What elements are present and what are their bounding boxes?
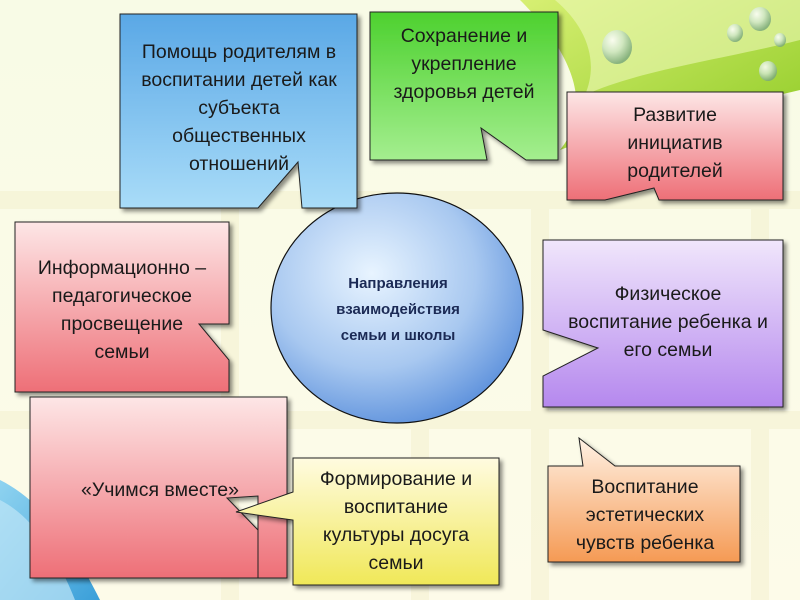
callout-physical-text: Физическое воспитание ребенка и его семь… — [568, 280, 768, 364]
center-label: Направления взаимодействия семьи и школы — [300, 255, 496, 365]
callout-leisure: Формирование и воспитание культуры досуг… — [296, 460, 496, 582]
callout-learn-together-text: «Учимся вместе» — [81, 476, 239, 504]
callout-health-text: Сохранение и укрепление здоровья детей — [394, 22, 535, 106]
callout-health: Сохранение и укрепление здоровья детей — [372, 14, 556, 114]
center-label-text: Направления взаимодействия семьи и школы — [336, 271, 460, 349]
callout-learn-together: «Учимся вместе» — [40, 470, 280, 510]
callout-aesthetic: Воспитание эстетических чувств ребенка — [552, 470, 738, 560]
callout-physical: Физическое воспитание ребенка и его семь… — [548, 272, 788, 372]
callout-parents-help-text: Помощь родителям в воспитании детей как … — [141, 38, 337, 178]
callout-parents-help: Помощь родителям в воспитании детей как … — [126, 26, 352, 190]
callout-initiatives-text: Развитие инициатив родителей — [627, 101, 723, 185]
callout-initiatives: Развитие инициатив родителей — [567, 96, 783, 190]
callout-aesthetic-text: Воспитание эстетических чувств ребенка — [576, 473, 714, 557]
callout-leisure-text: Формирование и воспитание культуры досуг… — [320, 465, 472, 577]
callout-education-text: Информационно – педагогическое просвещен… — [38, 254, 206, 366]
callout-education: Информационно – педагогическое просвещен… — [16, 242, 228, 378]
